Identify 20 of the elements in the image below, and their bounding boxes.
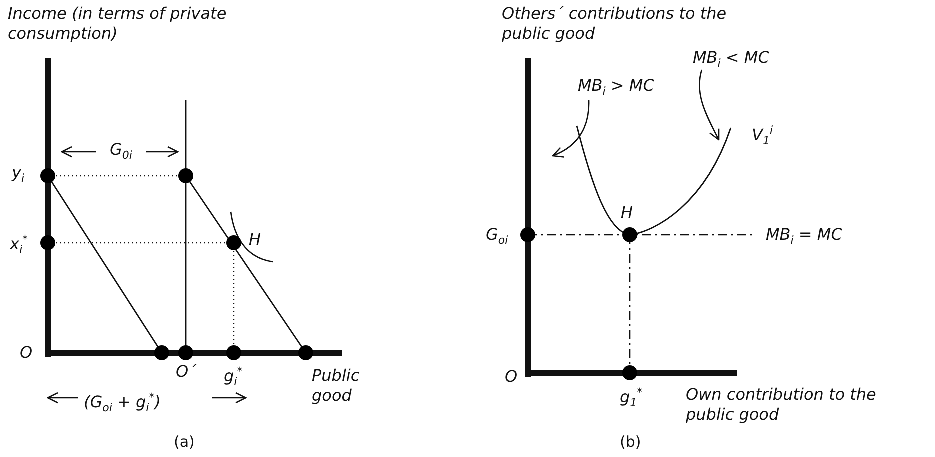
- leader-arrow: [699, 70, 720, 141]
- origin-label: O: [505, 367, 518, 387]
- line-label: MB$_{i}$ = MC: [766, 225, 842, 250]
- panel-caption: (b): [620, 432, 642, 452]
- axis-value: G$_{oi}$: [486, 225, 508, 250]
- axis-title: Public good: [312, 366, 361, 406]
- axis-title: Income (in terms of private consumption): [8, 4, 228, 44]
- axis-title: Others´ contributions to the public good: [502, 4, 728, 44]
- axis-value: y$_{i}$: [12, 163, 25, 188]
- point-label: H: [249, 230, 262, 250]
- dimension-label: G$_{0i}$: [110, 140, 132, 164]
- annotation-label: MB$_{i}$ < MC: [693, 48, 770, 74]
- dimension-label: (G$_{oi}$ + g$_{i}$$^{*}$): [84, 390, 161, 417]
- origin-label: O: [20, 343, 33, 363]
- annotation-label: MB$_{i}$ > MC: [578, 76, 654, 102]
- leader-arrow: [552, 100, 590, 158]
- panel-caption: (a): [174, 432, 195, 452]
- axis-title: Own contribution to the public good: [686, 385, 878, 425]
- point-label: H: [621, 203, 634, 223]
- axis-value: O´: [176, 362, 197, 382]
